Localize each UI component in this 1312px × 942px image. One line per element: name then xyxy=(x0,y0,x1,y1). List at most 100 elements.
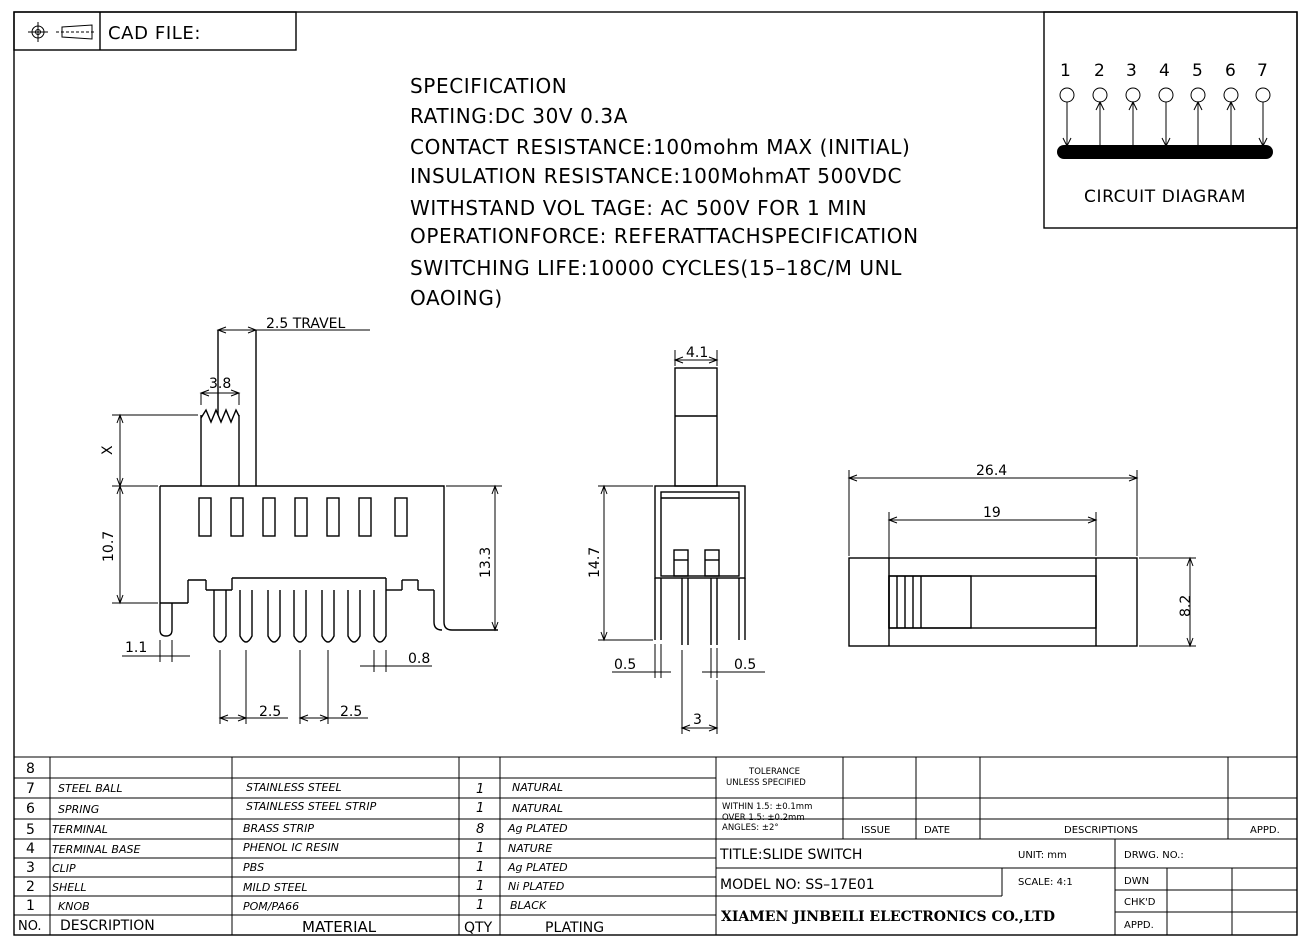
bom-material: STAINLESS STEEL xyxy=(246,781,342,794)
projection-symbol-icon xyxy=(28,22,96,42)
bom-description: KNOB xyxy=(58,900,90,913)
scale-label: SCALE: 4:1 xyxy=(1018,877,1073,888)
spec-line: INSULATION RESISTANCE:100MohmAT 500VDC xyxy=(410,164,902,188)
bom-header-qty: QTY xyxy=(464,920,493,936)
bom-plating: NATURAL xyxy=(512,781,563,794)
specification-block: SPECIFICATION RATING:DC 30V 0.3A CONTACT… xyxy=(410,74,919,310)
bom-header-no: NO. xyxy=(18,919,42,934)
pin-number: 1 xyxy=(1060,61,1071,81)
descriptions-header: DESCRIPTIONS xyxy=(1064,825,1138,836)
bom-no: 4 xyxy=(26,841,35,857)
bom-material: BRASS STRIP xyxy=(243,822,314,835)
bom-plating: Ag PLATED xyxy=(507,861,568,874)
company-name: XIAMEN JINBEILI ELECTRONICS CO.,LTD xyxy=(721,909,1055,925)
pin-number: 2 xyxy=(1094,61,1105,81)
circuit-diagram: 1 2 3 4 5 6 7 CIRCUIT DIAGRAM xyxy=(1043,11,1298,229)
spec-line: OPERATIONFORCE: REFERATTACHSPECIFICATION xyxy=(410,224,919,248)
cad-header: CAD FILE: xyxy=(13,11,297,51)
dimension-label: 13.3 xyxy=(478,547,494,578)
bom-no: 8 xyxy=(26,761,35,777)
bom-description: STEEL BALL xyxy=(58,782,123,795)
travel-dimension: 2.5 TRAVEL xyxy=(266,316,346,332)
tolerance-within: WITHIN 1.5: ±0.1mm xyxy=(722,802,812,812)
bom-no: 7 xyxy=(26,781,35,797)
bom-plating: NATURAL xyxy=(512,802,563,815)
dimension-label: 2.5 xyxy=(340,704,362,720)
bom-description: TERMINAL xyxy=(52,823,108,836)
spec-line: WITHSTAND VOL TAGE: AC 500V FOR 1 MIN xyxy=(410,196,867,220)
dimension-label: 4.1 xyxy=(686,345,708,361)
bom-material: STAINLESS STEEL STRIP xyxy=(246,800,377,813)
bom-qty: 1 xyxy=(476,879,484,894)
pin-number: 3 xyxy=(1126,61,1137,81)
bom-header-description: DESCRIPTION xyxy=(60,918,155,934)
dimension-label: 2.5 xyxy=(259,704,281,720)
tolerance-over: OVER 1.5: ±0.2mm xyxy=(722,813,805,823)
bom-description: SHELL xyxy=(52,881,86,894)
bom-qty: 1 xyxy=(476,898,484,913)
dimension-label: X xyxy=(100,445,116,455)
spec-line: CONTACT RESISTANCE:100mohm MAX (INITIAL) xyxy=(410,135,910,159)
issue-header: ISSUE xyxy=(861,825,890,836)
dimension-label: 10.7 xyxy=(101,531,117,562)
bom-plating: Ni PLATED xyxy=(508,880,564,893)
dimension-label: 1.1 xyxy=(125,640,147,656)
bom-description: TERMINAL BASE xyxy=(52,843,140,856)
bom-no: 3 xyxy=(26,860,35,876)
spec-line: SWITCHING LIFE:10000 CYCLES(15–18C/M UNL xyxy=(410,256,902,280)
pin-number: 5 xyxy=(1192,61,1203,81)
bom-no: 1 xyxy=(26,898,35,914)
date-header: DATE xyxy=(924,825,950,836)
front-view: 4.1 14.7 0.5 0.5 3 xyxy=(587,345,765,734)
bom-description: CLIP xyxy=(52,862,76,875)
spec-line: OAOING) xyxy=(410,286,503,310)
side-view: 2.5 TRAVEL 3.8 X 10.7 13.3 1.1 0.8 2.5 2… xyxy=(100,316,502,724)
tolerance-label: UNLESS SPECIFIED xyxy=(726,778,806,788)
appd-header: APPD. xyxy=(1250,825,1280,836)
bom-material: POM/PA66 xyxy=(243,900,299,913)
bom-header-plating: PLATING xyxy=(545,920,604,936)
drawing-number-label: DRWG. NO.: xyxy=(1124,850,1184,861)
bom-no: 2 xyxy=(26,879,35,895)
model-number: MODEL NO: SS–17E01 xyxy=(720,877,875,893)
dimension-label: 0.5 xyxy=(734,657,756,673)
unit-label: UNIT: mm xyxy=(1018,850,1067,861)
bom-qty: 1 xyxy=(476,801,484,816)
approved-by-label: APPD. xyxy=(1124,920,1154,931)
bom-header-material: MATERIAL xyxy=(302,918,377,936)
bom-qty: 1 xyxy=(476,841,484,856)
tolerance-angles: ANGLES: ±2° xyxy=(722,823,779,833)
spec-line: SPECIFICATION xyxy=(410,74,567,98)
bom-description: SPRING xyxy=(58,803,99,816)
title-block: TOLERANCE UNLESS SPECIFIED WITHIN 1.5: ±… xyxy=(716,757,1297,935)
dimension-label: 14.7 xyxy=(587,547,603,578)
dimension-label: 0.8 xyxy=(408,651,430,667)
bom-material: PBS xyxy=(243,861,264,874)
bom-plating: BLACK xyxy=(510,899,547,912)
dimension-label: 3 xyxy=(693,712,702,728)
bom-no: 6 xyxy=(26,801,35,817)
dimension-label: 8.2 xyxy=(1178,595,1194,617)
bom-plating: Ag PLATED xyxy=(507,822,568,835)
drawn-by-label: DWN xyxy=(1124,876,1149,887)
bom-material: PHENOL IC RESIN xyxy=(243,841,339,854)
pin-number: 6 xyxy=(1225,61,1236,81)
bom-no: 5 xyxy=(26,822,35,838)
pin-number: 7 xyxy=(1257,61,1268,81)
checked-by-label: CHK'D xyxy=(1124,897,1156,908)
bom-qty: 1 xyxy=(476,860,484,875)
bom-table: 8 7 STEEL BALL STAINLESS STEEL 1 NATURAL… xyxy=(14,756,1297,936)
bom-plating: NATURE xyxy=(508,842,552,855)
bom-qty: 8 xyxy=(476,822,484,837)
circuit-label: CIRCUIT DIAGRAM xyxy=(1084,187,1246,207)
dimension-label: 19 xyxy=(983,505,1001,521)
sheet-border xyxy=(13,11,1298,936)
top-view: 26.4 19 8.2 xyxy=(847,463,1196,648)
cad-file-label: CAD FILE: xyxy=(108,23,201,44)
pin-number: 4 xyxy=(1159,61,1170,81)
dimension-label: 0.5 xyxy=(614,657,636,673)
bom-qty: 1 xyxy=(476,782,484,797)
dimension-label: 26.4 xyxy=(976,463,1007,479)
tolerance-label: TOLERANCE xyxy=(748,767,800,777)
